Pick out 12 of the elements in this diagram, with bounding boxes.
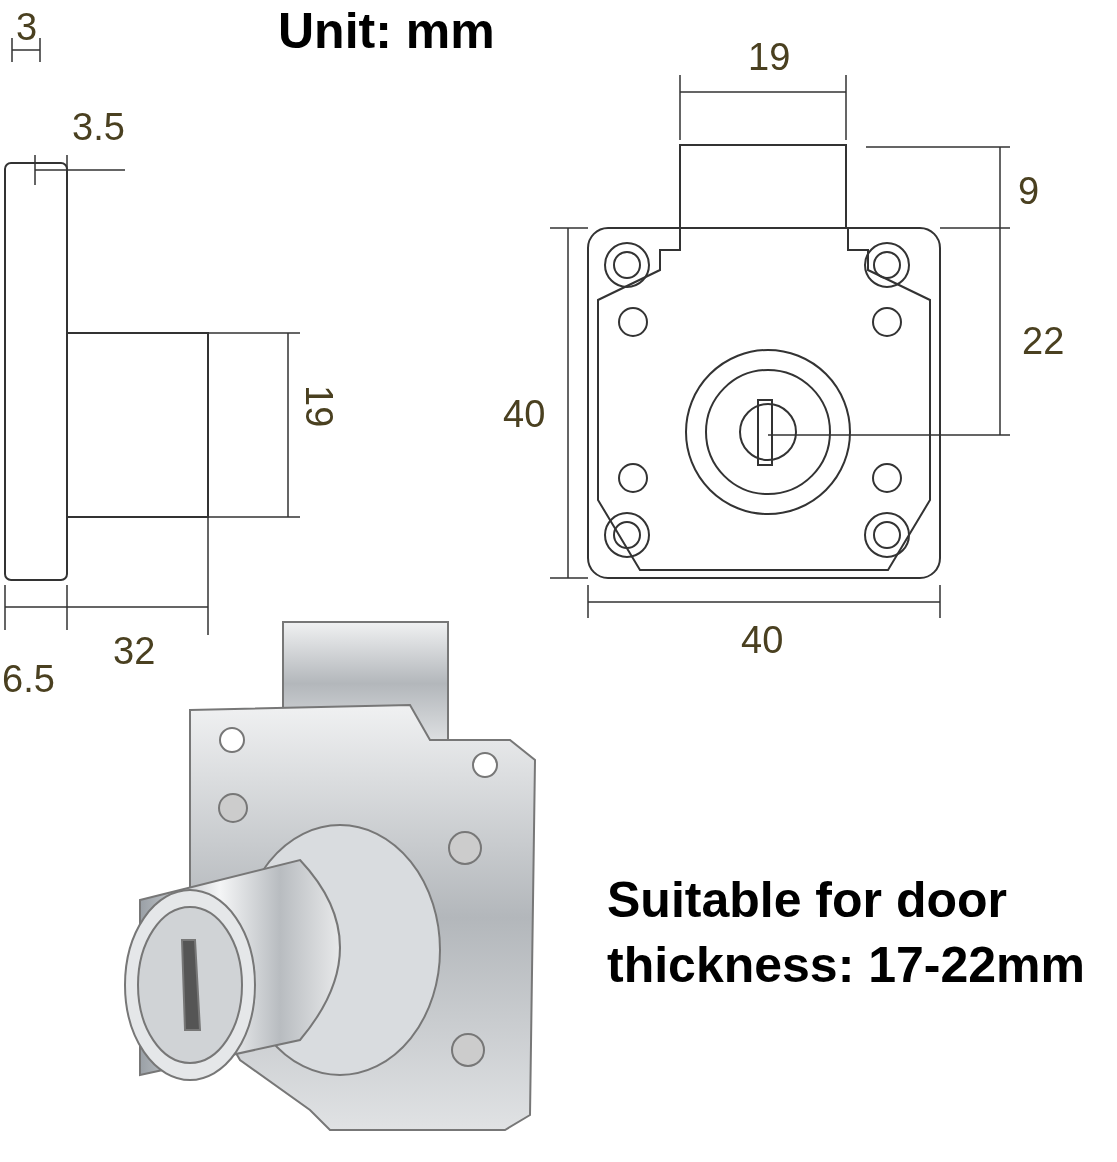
dimension-label: 3.5 [72, 108, 125, 146]
dimension-label: 6.5 [2, 660, 55, 698]
dimension-label: 19 [748, 38, 791, 76]
dimension-label: 40 [741, 621, 784, 659]
dimension-label: 40 [503, 395, 546, 433]
dimension-label: 32 [113, 632, 156, 670]
unit-heading: Unit: mm [278, 6, 495, 56]
dimension-label: 19 [300, 385, 338, 428]
dimension-label: 9 [1018, 172, 1040, 210]
note-text: Suitable for door thickness: 17-22mm [607, 871, 1086, 995]
dimension-label: 3 [16, 8, 38, 46]
dimension-label: 22 [1022, 322, 1065, 360]
